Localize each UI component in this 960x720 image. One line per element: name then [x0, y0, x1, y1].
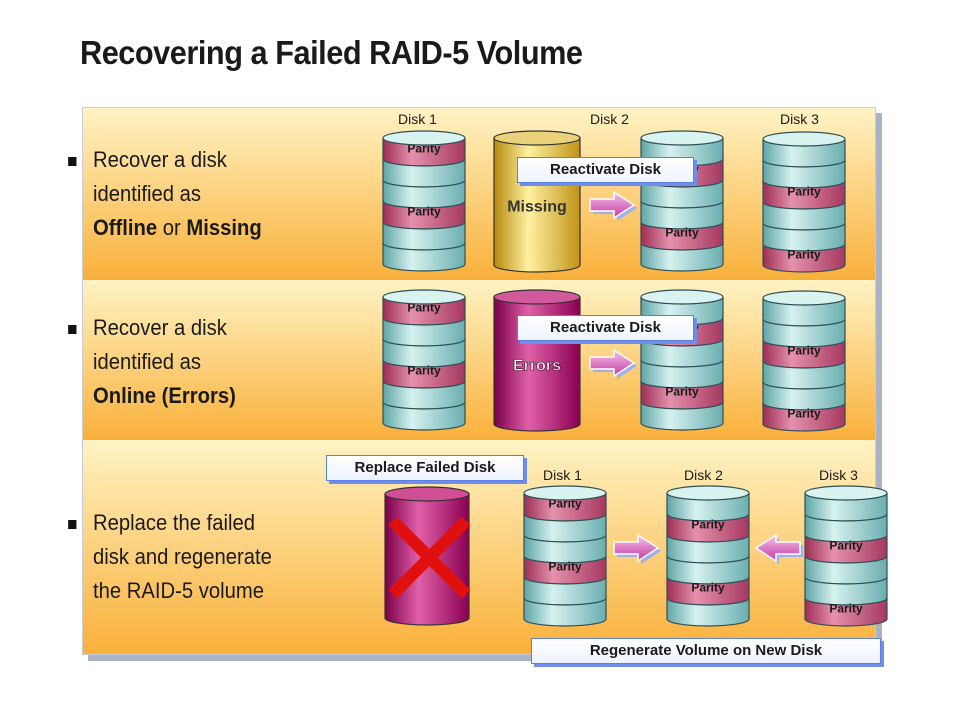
- bullet-strong: Online (Errors): [93, 383, 236, 408]
- disk-2-missing: Missing: [493, 130, 581, 273]
- bullet-text-line: Replace the failed: [93, 510, 256, 535]
- parity-label: Parity: [829, 602, 863, 616]
- parity-label: Parity: [829, 539, 863, 553]
- bullet-marker: [68, 157, 77, 166]
- data-segment: [640, 242, 724, 272]
- disk-3-label: Disk 3: [780, 111, 819, 127]
- parity-segment: [762, 402, 846, 432]
- bullet-text-line: the RAID-5 volume: [93, 578, 264, 603]
- parity-label: Parity: [407, 205, 441, 219]
- parity-label: Parity: [787, 248, 821, 262]
- disk-top: [384, 486, 470, 502]
- parity-segment: [762, 243, 846, 273]
- arrow-right-icon: [589, 190, 637, 221]
- parity-label: Parity: [548, 560, 582, 574]
- bullet-online-errors: Recover a disk identified as Online (Err…: [68, 311, 300, 413]
- bullet-strong: Offline: [93, 215, 158, 240]
- parity-label: Parity: [691, 581, 725, 595]
- arrow-left-icon: [754, 533, 803, 564]
- data-segment: [382, 242, 466, 272]
- data-segment: [666, 597, 750, 627]
- data-segment: [523, 597, 607, 627]
- disk-top: [762, 131, 846, 147]
- parity-label: Parity: [787, 185, 821, 199]
- parity-label: Parity: [787, 344, 821, 358]
- disk-status-label: Missing: [507, 199, 567, 216]
- replace-failed-disk-button[interactable]: Replace Failed Disk: [326, 455, 524, 481]
- disk-top: [762, 290, 846, 306]
- bullet-text-line: Recover a disk: [93, 147, 227, 172]
- bullet-text-line: disk and regenerate: [93, 544, 272, 569]
- data-segment: [382, 401, 466, 431]
- arrow-right-icon: [589, 348, 637, 379]
- parity-segment: [804, 597, 888, 627]
- disk-top: [640, 289, 724, 305]
- parity-label: Parity: [787, 407, 821, 421]
- disk-top: [382, 130, 466, 146]
- parity-label: Parity: [407, 364, 441, 378]
- bullet-replace: Replace the failed disk and regenerate t…: [68, 506, 300, 608]
- disk-1-label: Disk 1: [398, 111, 437, 127]
- bullet-marker: [68, 325, 77, 334]
- band-online-errors: [83, 280, 875, 440]
- disk-3-label: Disk 3: [819, 467, 858, 483]
- band-offline-missing: [83, 108, 875, 280]
- parity-label: Parity: [665, 385, 699, 399]
- disk-top: [523, 485, 607, 501]
- bullet-strong: Missing: [186, 215, 262, 240]
- data-segment: [640, 401, 724, 431]
- parity-label: Parity: [665, 226, 699, 240]
- bullet-text-line: Recover a disk: [93, 315, 227, 340]
- failed-disk-x-icon: [388, 516, 471, 599]
- reactivate-disk-button[interactable]: Reactivate Disk: [517, 315, 694, 341]
- disk-1-label: Disk 1: [543, 467, 582, 483]
- disk-top: [493, 289, 581, 305]
- disk-2-errors: Errors: [493, 289, 581, 432]
- bullet-text-line: identified as: [93, 349, 202, 374]
- reactivate-disk-button[interactable]: Reactivate Disk: [517, 157, 694, 183]
- arrow-right-icon: [613, 533, 661, 564]
- bullet-marker: [68, 520, 77, 529]
- bullet-text-line: identified as: [93, 181, 202, 206]
- disk-top: [804, 485, 888, 501]
- page-title: Recovering a Failed RAID-5 Volume: [80, 34, 583, 71]
- regenerate-volume-button[interactable]: Regenerate Volume on New Disk: [531, 638, 881, 664]
- bullet-connector: or: [157, 215, 187, 240]
- disk-2-label: Disk 2: [684, 467, 723, 483]
- disk-status-label: Errors: [513, 358, 561, 375]
- disk-top: [493, 130, 581, 146]
- disk-top: [666, 485, 750, 501]
- disk-top: [640, 130, 724, 146]
- bullet-offline-missing: Recover a disk identified as Offline or …: [68, 143, 300, 245]
- parity-label: Parity: [691, 518, 725, 532]
- disk-2-label: Disk 2: [590, 111, 629, 127]
- disk-top: [382, 289, 466, 305]
